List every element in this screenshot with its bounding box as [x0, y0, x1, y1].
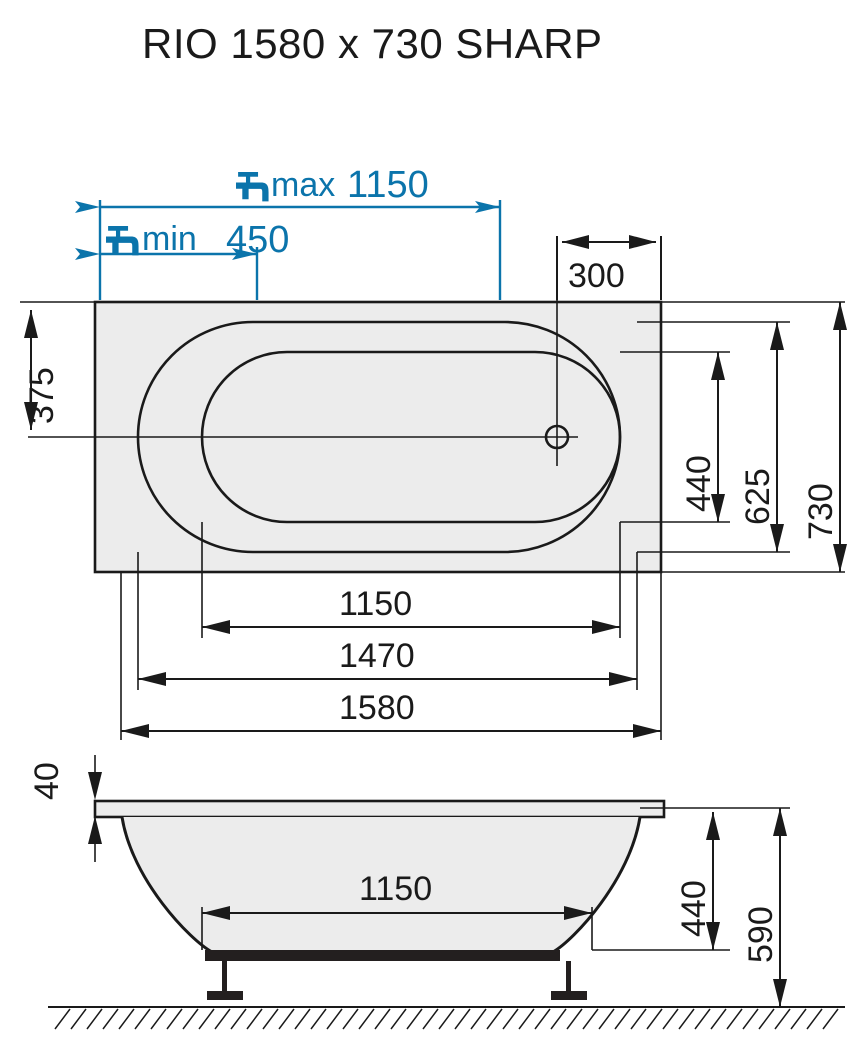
section-view: 1150 440 590 [48, 799, 845, 1030]
dimension-590-value: 590 [742, 906, 780, 963]
arrow-up [706, 812, 720, 840]
arrow-right [564, 906, 592, 920]
dimension-375-value: 375 [23, 367, 61, 424]
arrow-down [706, 922, 720, 950]
ground-hatching [54, 1008, 839, 1030]
arrow-right [592, 620, 620, 634]
tub-leg-left [222, 961, 227, 992]
tub-foot-right [551, 991, 587, 1000]
tub-body-fill [122, 817, 640, 952]
dimension-730-group: 730 [802, 302, 847, 572]
arrow-right [629, 235, 656, 249]
tub-rim [93, 799, 666, 819]
tap-max-value: 1150 [347, 164, 429, 206]
dimension-625-group: 625 [739, 322, 784, 552]
plan-view [20, 236, 845, 740]
dimension-440-value: 440 [680, 455, 718, 512]
dimension-1150-plan-value: 1150 [339, 585, 412, 623]
dimension-730-value: 730 [802, 483, 840, 540]
dimension-40-group: 40 [28, 755, 102, 862]
dimension-440-section-group: 440 [675, 812, 720, 950]
dimension-1150-section-value: 1150 [359, 870, 432, 908]
dimension-1580-value: 1580 [339, 689, 415, 727]
arrow-up [711, 352, 725, 380]
dimension-440-section-value: 440 [675, 880, 713, 937]
tub-foot-left [207, 991, 243, 1000]
arrow-up [88, 816, 102, 844]
tap-min-value: 450 [226, 219, 289, 261]
dimension-440-plan-group: 440 [680, 352, 725, 522]
arrow-up [770, 322, 784, 350]
arrow-right [633, 724, 661, 738]
arrow-left [562, 235, 589, 249]
drain-offset-dimension-group: 300 [556, 235, 662, 300]
tap-max-label: max [271, 166, 335, 204]
arrow-right [609, 672, 637, 686]
dimension-590-group: 590 [742, 808, 787, 1007]
dimension-1470-group: 1470 [138, 637, 637, 686]
arrow-down [773, 979, 787, 1007]
dimension-625-value: 625 [739, 468, 777, 525]
tap-dimension-group: max 1150 min 450 [75, 164, 502, 300]
arrow-down [833, 544, 847, 572]
arrow-left [121, 724, 149, 738]
dimension-1580-group: 1580 [121, 689, 661, 738]
faucet-icon [236, 172, 269, 202]
arrow-down [770, 524, 784, 552]
dimension-40-value: 40 [28, 762, 66, 800]
arrow-up [773, 808, 787, 836]
arrow-up [833, 302, 847, 330]
dimension-375-group: 375 [23, 310, 61, 430]
tub-base-frame [205, 950, 560, 961]
arrow-down [711, 494, 725, 522]
dimension-1150-plan-group: 1150 [202, 585, 620, 634]
tub-right-wall [552, 816, 642, 954]
drain-icon [544, 424, 570, 450]
dimension-1150-section-group: 1150 [201, 870, 593, 950]
arrow-down [24, 402, 38, 430]
drain-offset-value: 300 [568, 257, 625, 295]
dimension-1470-value: 1470 [339, 637, 415, 675]
faucet-icon [106, 226, 139, 256]
arrow-up [24, 310, 38, 338]
tub-leg-right [566, 961, 571, 992]
arrow-down [88, 772, 102, 800]
arrow-left [138, 672, 166, 686]
page-title: RIO 1580 x 730 SHARP [142, 20, 603, 67]
tap-min-label: min [142, 220, 197, 258]
arrow-left [202, 620, 230, 634]
arrow-left [202, 906, 230, 920]
